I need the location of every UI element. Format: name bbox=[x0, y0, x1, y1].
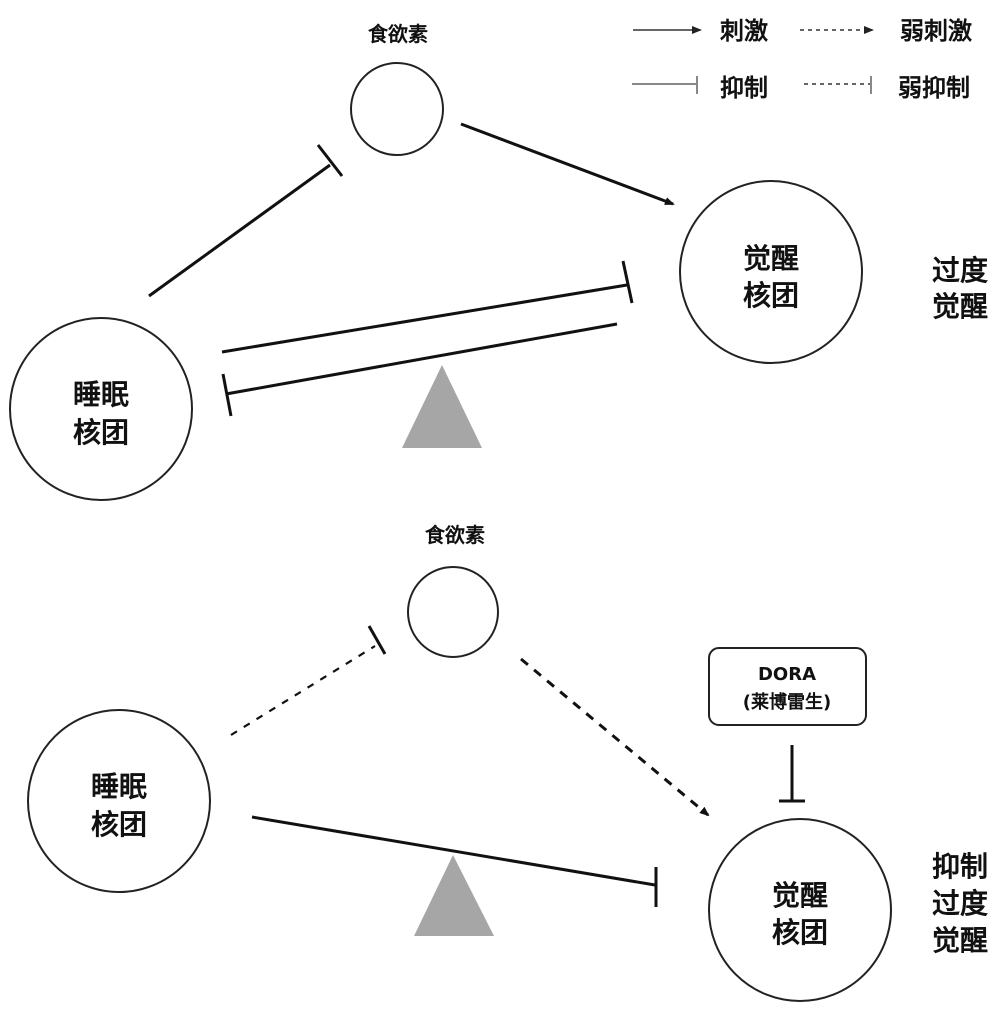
legend-weak-stimulate: 弱刺激 bbox=[800, 17, 972, 45]
dora-box: DORA (莱博雷生) bbox=[708, 647, 867, 726]
weak-inhibit-bar-icon bbox=[804, 76, 872, 94]
legend-weak-inhibit-label: 弱抑制 bbox=[898, 74, 970, 102]
top-wake-node-line1: 觉醒 bbox=[743, 242, 799, 275]
top-edge-orexin-stimulates-wake bbox=[460, 122, 675, 206]
legend-weak-inhibit: 弱抑制 bbox=[804, 74, 970, 102]
bottom-panel: 食欲素 睡眠 核团 觉醒 核团 抑制 过度 觉醒 DORA (莱博雷生) wak… bbox=[27, 523, 988, 1002]
top-sleep-node-line1: 睡眠 bbox=[73, 378, 129, 411]
top-panel: 食欲素 睡眠 核团 觉醒 核团 过度 觉醒 bbox=[9, 22, 988, 501]
dora-box-line1: DORA bbox=[758, 664, 816, 685]
top-edge-sleep-inhibits-wake bbox=[221, 260, 634, 354]
bottom-sleep-node-line2: 核团 bbox=[91, 808, 147, 841]
top-state-line2: 觉醒 bbox=[932, 290, 988, 323]
bottom-state-line1: 抑制 bbox=[932, 850, 988, 883]
bottom-balance-fulcrum bbox=[414, 855, 494, 936]
top-state-line1: 过度 bbox=[932, 254, 988, 287]
bottom-edge-sleep-inhibits-wake bbox=[251, 815, 658, 907]
top-sleep-node bbox=[9, 317, 193, 501]
bottom-orexin-node bbox=[407, 566, 499, 658]
bottom-wake-node bbox=[708, 818, 892, 1002]
inhibit-bar-icon bbox=[316, 144, 344, 177]
inhibit-bar-icon bbox=[632, 76, 698, 94]
bottom-edge-orexin-weakly-stimulates-wake bbox=[520, 657, 710, 817]
top-balance-fulcrum bbox=[402, 365, 482, 448]
bottom-edge-dora-inhibits-wake bbox=[779, 745, 805, 803]
legend-stimulate: 刺激 bbox=[633, 17, 768, 45]
inhibit-bar-icon bbox=[621, 260, 634, 304]
top-edge-sleep-inhibits-orexin bbox=[148, 144, 344, 298]
bottom-wake-node-line2: 核团 bbox=[772, 916, 828, 949]
legend-stimulate-label: 刺激 bbox=[720, 17, 768, 45]
bottom-edge-sleep-weakly-inhibits-orexin bbox=[230, 625, 387, 736]
top-wake-node bbox=[679, 180, 863, 364]
inhibit-bar-icon bbox=[221, 373, 233, 417]
top-orexin-label: 食欲素 bbox=[368, 22, 428, 46]
top-sleep-node-line2: 核团 bbox=[73, 416, 129, 449]
dora-box-line2: (莱博雷生) bbox=[743, 691, 831, 713]
bottom-sleep-node-line1: 睡眠 bbox=[91, 770, 147, 803]
top-edge-wake-inhibits-sleep bbox=[221, 322, 618, 417]
inhibit-bar-icon bbox=[367, 625, 387, 655]
bottom-state-line2: 过度 bbox=[932, 887, 988, 920]
bottom-orexin-label: 食欲素 bbox=[425, 523, 485, 547]
bottom-state-line3: 觉醒 bbox=[932, 924, 988, 957]
bottom-sleep-node bbox=[27, 709, 211, 893]
legend-inhibit: 抑制 bbox=[632, 74, 768, 102]
legend-weak-stimulate-label: 弱刺激 bbox=[900, 17, 972, 45]
legend-inhibit-label: 抑制 bbox=[720, 74, 768, 102]
bottom-wake-node-line1: 觉醒 bbox=[772, 879, 828, 912]
legend: 刺激 弱刺激 抑制 弱抑制 bbox=[632, 17, 972, 102]
top-orexin-node bbox=[350, 62, 444, 156]
top-wake-node-line2: 核团 bbox=[743, 279, 799, 312]
